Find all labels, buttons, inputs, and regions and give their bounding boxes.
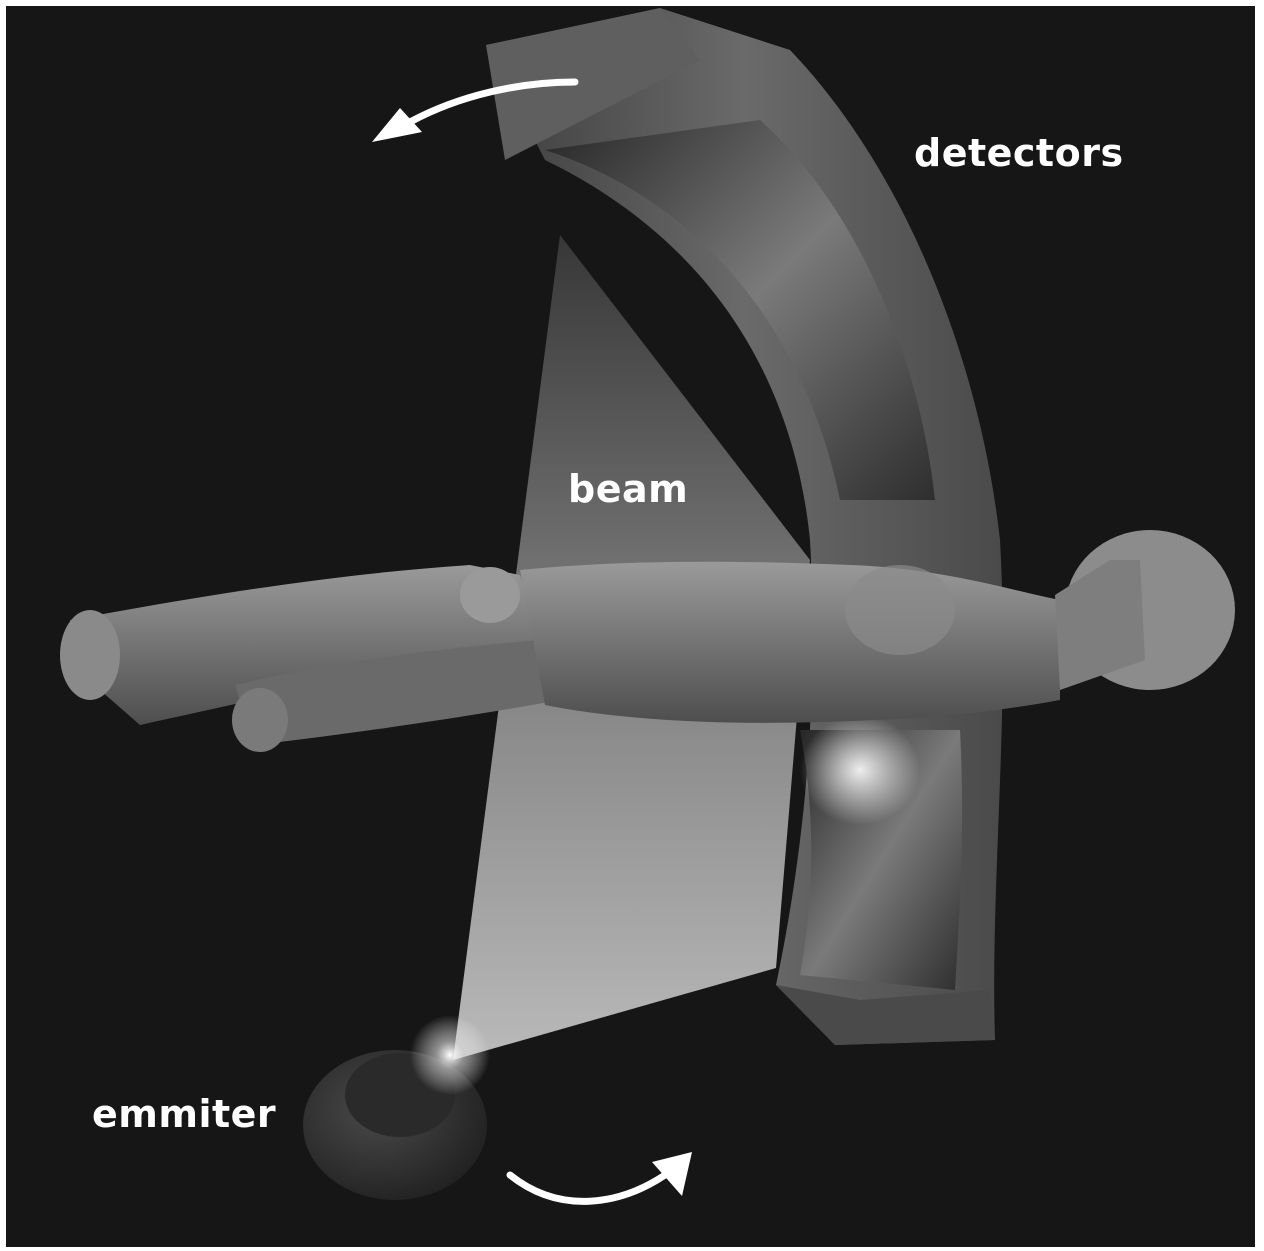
emmiter-label: emmiter xyxy=(92,1092,276,1136)
detectors-label: detectors xyxy=(914,131,1124,175)
beam-label: beam xyxy=(568,467,688,511)
